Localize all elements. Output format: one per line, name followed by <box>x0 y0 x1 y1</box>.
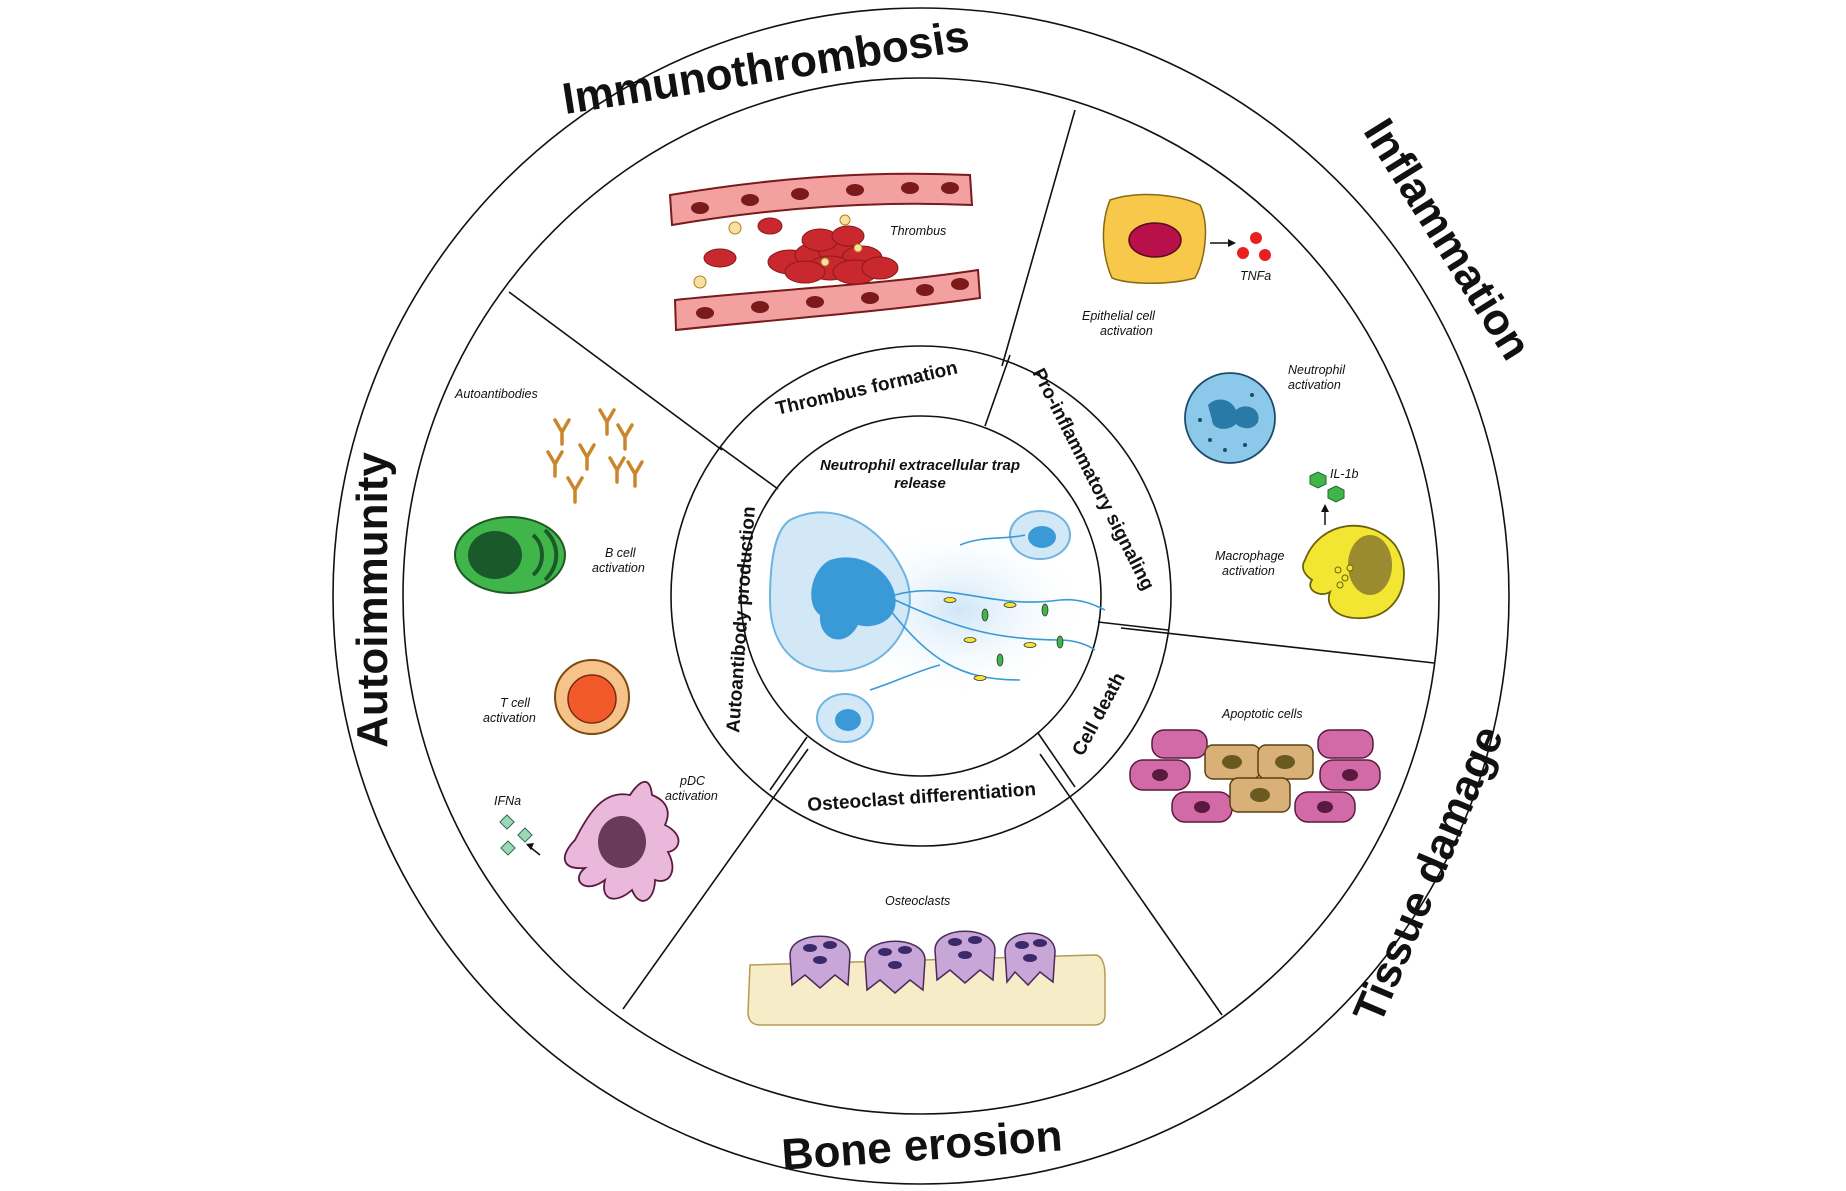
pdc-cell: IFNa pDC activation <box>494 774 718 902</box>
neutrophil-activation-cell: Neutrophil activation <box>1184 363 1346 464</box>
divider-inner-r <box>1097 621 1169 631</box>
divider-right <box>1120 627 1435 664</box>
title-autoimmunity: Autoimmunity <box>348 452 397 748</box>
outer-circle <box>332 7 1510 1185</box>
label-osteoclasts: Osteoclasts <box>885 894 950 908</box>
label-bcell-1: B cell <box>605 546 637 560</box>
net-release-illustration: Neutrophil extracellular trap release <box>768 457 1106 743</box>
ring-autoantibody-production: Autoantibody production <box>723 506 760 734</box>
divider-top-left <box>508 291 723 451</box>
label-tnfa: TNFa <box>1240 269 1271 283</box>
label-ifna: IFNa <box>494 794 521 808</box>
label-macrophage-2: activation <box>1222 564 1275 578</box>
divider-inner-tr <box>984 354 1011 427</box>
divider-inner-br <box>1037 732 1076 788</box>
b-cell: B cell activation <box>454 516 645 594</box>
title-inflammation: Inflammation <box>1354 110 1541 368</box>
label-pdc-1: pDC <box>679 774 706 788</box>
macrophage-cell: IL-1b Macrophage activation <box>1215 467 1405 619</box>
title-bone-erosion: Bone erosion <box>780 1111 1064 1179</box>
vessel-wall-top <box>668 172 974 227</box>
label-epithelial-2: activation <box>1100 324 1153 338</box>
label-il1b: IL-1b <box>1330 467 1359 481</box>
center-title-line2: release <box>894 475 946 492</box>
apoptotic-cells: Apoptotic cells <box>1129 707 1381 823</box>
t-cell: T cell activation <box>483 659 630 735</box>
middle-circle <box>402 77 1440 1115</box>
divider-inner-bl <box>769 736 808 791</box>
sector-dividers <box>508 109 1435 1016</box>
autoantibodies: Autoantibodies <box>454 387 644 504</box>
inner-circle <box>670 345 1172 847</box>
center-title-line1: Neutrophil extracellular trap <box>820 457 1020 474</box>
osteoclast-illustration: Osteoclasts <box>747 894 1106 1026</box>
rings <box>332 7 1510 1185</box>
label-epithelial-1: Epithelial cell <box>1082 309 1156 323</box>
dna-strands <box>869 534 1106 691</box>
thrombus-clot <box>703 217 899 285</box>
vessel-wall-bottom <box>673 268 982 332</box>
divider-bottom-right <box>1039 753 1223 1016</box>
label-neutrophil-1: Neutrophil <box>1288 363 1346 377</box>
divider-inner-tl <box>719 446 779 490</box>
label-neutrophil-2: activation <box>1288 378 1341 392</box>
ring-thrombus-formation: Thrombus formation <box>774 358 960 420</box>
divider-bottom-left <box>622 748 809 1010</box>
label-tcell-1: T cell <box>500 696 531 710</box>
vessel-illustration: Thrombus <box>668 172 982 332</box>
label-autoantibodies: Autoantibodies <box>454 387 538 401</box>
label-pdc-2: activation <box>665 789 718 803</box>
neutrophil-nucleus <box>811 557 896 640</box>
label-macrophage-1: Macrophage <box>1215 549 1285 563</box>
epithelial-cell: TNFa Epithelial cell activation <box>1082 193 1271 338</box>
label-thrombus: Thrombus <box>890 224 946 238</box>
label-apoptotic: Apoptotic cells <box>1221 707 1303 721</box>
divider-top-right <box>1001 109 1076 367</box>
ring-osteoclast-differentiation: Osteoclast differentiation <box>807 779 1037 816</box>
center-circle <box>740 415 1102 777</box>
label-bcell-2: activation <box>592 561 645 575</box>
label-tcell-2: activation <box>483 711 536 725</box>
